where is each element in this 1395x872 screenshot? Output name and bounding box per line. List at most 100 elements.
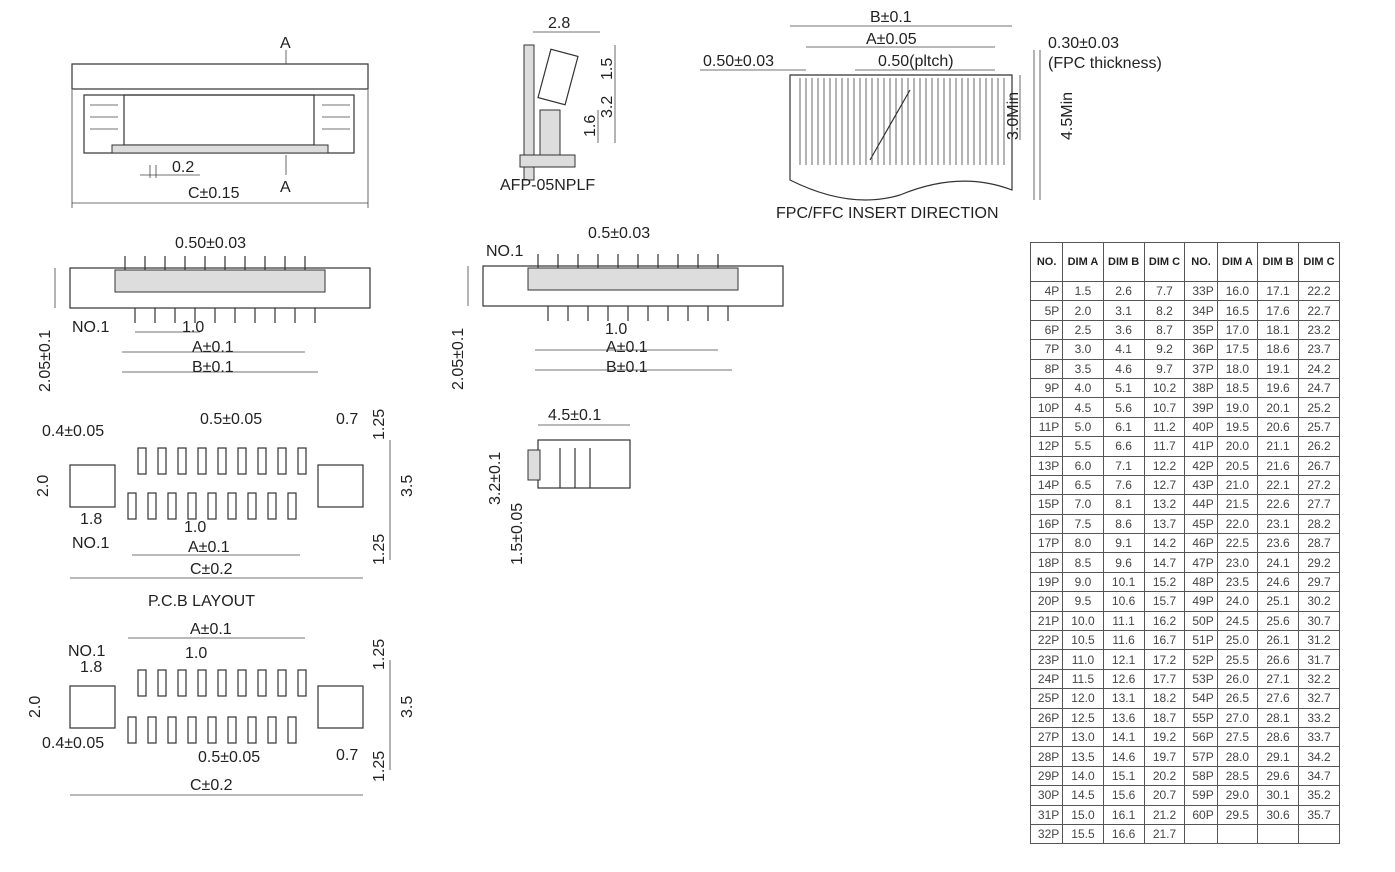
table-cell: 13.7 [1143, 513, 1186, 535]
table-cell: 10.1 [1102, 571, 1145, 593]
pad [197, 447, 207, 475]
table-cell: 34.7 [1298, 765, 1340, 787]
dim-b: B±0.1 [192, 359, 234, 376]
dim-fpc-min2: 4.5Min [1059, 92, 1076, 140]
table-cell: 25P [1029, 688, 1064, 709]
table-cell: 19.5 [1216, 416, 1259, 438]
table-cell: 5P [1029, 300, 1064, 321]
dim-edge: 0.7 [336, 411, 358, 428]
dim-pitch: 0.2 [172, 159, 194, 176]
table-cell: 33.7 [1298, 726, 1340, 748]
dim-top: 1.25 [371, 639, 388, 670]
dim-pad-width: 0.4±0.05 [42, 735, 104, 752]
pcb-layout-1: 0.4±0.05 0.5±0.05 0.7 1.25 2.0 3.5 1.8 N… [35, 409, 416, 610]
table-cell: 25.0 [1216, 630, 1259, 651]
table-cell: 16P [1029, 513, 1064, 535]
table-cell: 14.1 [1102, 726, 1145, 748]
table-cell: 23.2 [1298, 319, 1340, 341]
dim-fpc-thickness: 0.30±0.03 [1048, 35, 1119, 52]
table-cell: 15.1 [1102, 765, 1145, 787]
table-cell: 24.2 [1298, 358, 1340, 379]
dim-pad-width: 0.4±0.05 [42, 423, 104, 440]
table-cell: 39P [1184, 397, 1218, 418]
table-cell: 8P [1029, 358, 1064, 379]
table-cell: 29.1 [1257, 746, 1299, 767]
top-view: A A 0.2 C±0.15 [71, 35, 369, 208]
table-cell: 32.2 [1298, 668, 1340, 690]
table-cell: 28P [1029, 746, 1064, 767]
pad [157, 447, 167, 475]
table-cell: 25.2 [1298, 397, 1340, 418]
table-cell [1257, 823, 1299, 845]
table-cell: 13P [1029, 455, 1064, 476]
fpc-view: B±0.1 A±0.05 0.50±0.03 0.50(pltch) 3.0Mi… [700, 9, 1162, 222]
table-cell: 17.1 [1257, 280, 1299, 302]
table-cell: 22.1 [1257, 474, 1299, 496]
table-cell: 52P [1184, 649, 1218, 670]
table-cell: 17P [1029, 533, 1064, 554]
table-cell: 17.2 [1143, 649, 1186, 670]
table-cell: 27.5 [1216, 726, 1259, 748]
table-cell: 46P [1184, 533, 1218, 554]
table-cell: 3.1 [1102, 300, 1145, 321]
table-cell: 24.6 [1257, 571, 1299, 593]
table-cell: 10.5 [1062, 630, 1104, 651]
table-cell: 21.5 [1216, 494, 1259, 515]
table-cell: 4.0 [1062, 377, 1104, 399]
table-cell: 4.5 [1062, 397, 1104, 418]
table-cell: 16.7 [1143, 630, 1186, 651]
dim-height: 2.0 [27, 696, 44, 718]
table-header: DIM B [1257, 242, 1299, 282]
table-cell: 20.1 [1257, 397, 1299, 418]
table-cell: 23.6 [1257, 533, 1299, 554]
table-cell: 4.6 [1102, 358, 1145, 379]
table-cell: 14.6 [1102, 746, 1145, 767]
pad [287, 716, 297, 744]
table-cell: 3.6 [1102, 319, 1145, 341]
table-cell: 53P [1184, 668, 1218, 690]
pad [147, 492, 157, 520]
table-cell: 28.1 [1257, 707, 1299, 728]
pad [137, 447, 147, 475]
table-cell: 9.1 [1102, 533, 1145, 554]
table-cell: 27.6 [1257, 688, 1299, 709]
table-cell: 16.6 [1102, 823, 1145, 845]
table-cell: 17.7 [1143, 668, 1186, 690]
pad [277, 447, 287, 475]
table-cell: 11.0 [1062, 649, 1104, 670]
table-cell: 15.6 [1102, 785, 1145, 806]
table-cell: 24P [1029, 668, 1064, 690]
table-cell: 30.7 [1298, 610, 1340, 632]
table-cell: 9.0 [1062, 571, 1104, 593]
table-cell: 23.1 [1257, 513, 1299, 535]
table-cell: 25.6 [1257, 610, 1299, 632]
table-cell: 27.2 [1298, 474, 1340, 496]
table-cell: 19P [1029, 571, 1064, 593]
table-cell: 30.6 [1257, 804, 1299, 825]
table-cell: 35P [1184, 319, 1218, 341]
dim-spacing: 1.0 [182, 319, 204, 336]
dim-pitch: 0.5±0.05 [200, 411, 262, 428]
table-cell: 11P [1029, 416, 1064, 438]
dim-fpc-a: A±0.05 [866, 31, 917, 48]
table-cell: 29.7 [1298, 571, 1340, 593]
table-cell: 8.1 [1102, 494, 1145, 515]
table-cell: 7.0 [1062, 494, 1104, 515]
pad [127, 492, 137, 520]
table-cell: 24.5 [1216, 610, 1259, 632]
pcb-layout-2: A±0.1 NO.1 1.8 1.0 1.25 2.0 3.5 0.4±0.05… [27, 621, 416, 796]
dim-a: A±0.1 [606, 339, 648, 356]
pad [297, 669, 307, 697]
table-cell: 30.2 [1298, 591, 1340, 612]
table-cell: 9P [1029, 377, 1064, 399]
table-cell: 17.6 [1257, 300, 1299, 321]
dim-bottom: 1.25 [371, 751, 388, 782]
